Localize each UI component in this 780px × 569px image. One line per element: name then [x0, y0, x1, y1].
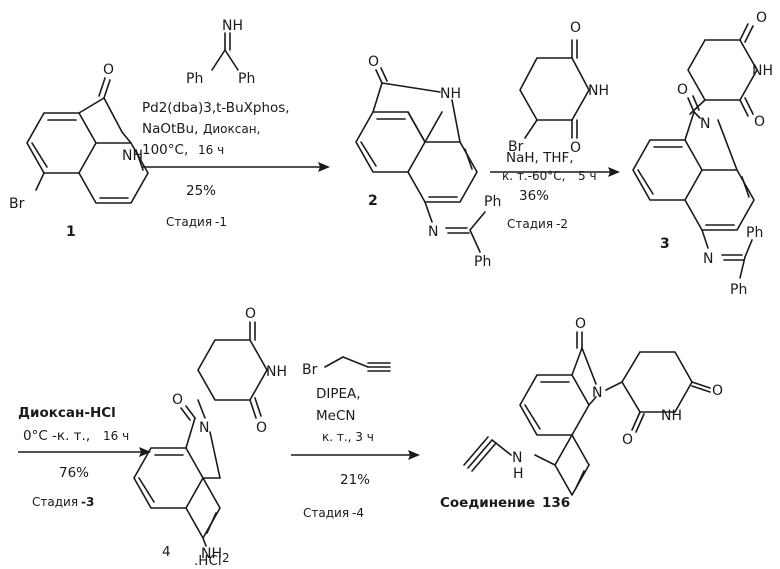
bromoglutarimide-reagent	[520, 40, 589, 138]
compound-1-number: 1	[66, 224, 76, 240]
step4-yield: 21%	[340, 472, 370, 488]
step3-time: 16 ч	[103, 429, 129, 443]
step1-stage-number: -1	[215, 215, 227, 229]
step4-arrow	[291, 450, 420, 460]
compound-2-number: 2	[368, 193, 378, 209]
hydrogen-label: H	[513, 466, 524, 482]
compound-4-number: 4	[162, 544, 171, 560]
step2-temperature: к. т.-60°C,	[502, 169, 565, 183]
bromine-label: Br	[9, 196, 25, 212]
step3-stage-label: Стадия	[32, 495, 78, 509]
step3-reagent: Диоксан-HCl	[18, 405, 116, 421]
benzophenone-imine-reagent	[212, 33, 238, 70]
oxygen-label: O	[103, 62, 114, 78]
compound-3-number: 3	[660, 236, 670, 252]
step3-arrow	[18, 447, 151, 457]
nh-label: NH	[661, 408, 682, 424]
nh-label: NH	[752, 63, 773, 79]
nitrogen-label: N	[592, 385, 602, 401]
oxygen-label: O	[677, 82, 688, 98]
step2-reagent-line1: NaH, THF,	[506, 150, 574, 166]
phenyl-label: Ph	[474, 254, 491, 270]
nh-label: NH	[266, 364, 287, 380]
step1-time: 16 ч	[198, 143, 224, 157]
step2-stage-number: -2	[556, 217, 568, 231]
step1-stage-label: Стадия	[166, 215, 212, 229]
oxygen-label: O	[575, 316, 586, 332]
oxygen-label: O	[368, 54, 379, 70]
step1-yield: 25%	[186, 183, 216, 199]
step4-conditions: к. т., 3 ч	[322, 430, 374, 444]
step3-stage-number: -3	[81, 495, 94, 509]
compound-3-structure	[633, 24, 757, 278]
oxygen-label: O	[756, 10, 767, 26]
step1-arrow	[142, 162, 330, 172]
step2-yield: 36%	[519, 188, 549, 204]
nh-label: NH	[122, 148, 143, 164]
step4-stage-label: Стадия	[303, 506, 349, 520]
step1-reagent-line1: Pd2(dba)3,t-BuXphos,	[142, 100, 290, 116]
compound-1-structure	[27, 78, 148, 203]
step1-temperature: 100°C,	[142, 142, 188, 158]
nitrogen-label: N	[700, 116, 710, 132]
oxygen-label: O	[172, 392, 183, 408]
phenyl-label: Ph	[730, 282, 747, 298]
final-compound-name: Соединение	[440, 495, 535, 511]
phenyl-label: Ph	[186, 71, 203, 87]
oxygen-label: O	[245, 306, 256, 322]
step3-conditions: 0°C -к. т.,	[23, 428, 90, 444]
step4-solvent: MeCN	[316, 408, 355, 424]
nitrogen-label: N	[703, 251, 713, 267]
propargyl-bromide-reagent	[325, 357, 390, 371]
phenyl-label: Ph	[238, 71, 255, 87]
nitrogen-label: N	[428, 224, 438, 240]
oxygen-label: O	[622, 432, 633, 448]
nitrogen-label: N	[199, 420, 209, 436]
nh-label: NH	[588, 83, 609, 99]
step3-yield: 76%	[59, 465, 89, 481]
nitrogen-label: N	[512, 450, 522, 466]
step2-time: 5 ч	[578, 169, 597, 183]
step4-stage-number: -4	[352, 506, 364, 520]
final-compound-number: 136	[542, 495, 570, 511]
phenyl-label: Ph	[746, 225, 763, 241]
oxygen-label: O	[754, 114, 765, 130]
step2-stage-label: Стадия	[507, 217, 553, 231]
bromine-label: Br	[302, 362, 318, 378]
step4-base: DIPEA,	[316, 386, 361, 402]
compound-4-salt: .HCl	[194, 553, 222, 569]
oxygen-label: O	[256, 420, 267, 436]
phenyl-label: Ph	[484, 194, 501, 210]
oxygen-label: O	[570, 20, 581, 36]
step1-reagent-line2: NaOtBu,	[142, 121, 198, 137]
imine-nh-label: NH	[222, 18, 243, 34]
oxygen-label: O	[712, 383, 723, 399]
compound-2-structure	[356, 68, 485, 252]
nh-label: NH	[440, 86, 461, 102]
step1-solvent: Диоксан,	[203, 122, 260, 136]
